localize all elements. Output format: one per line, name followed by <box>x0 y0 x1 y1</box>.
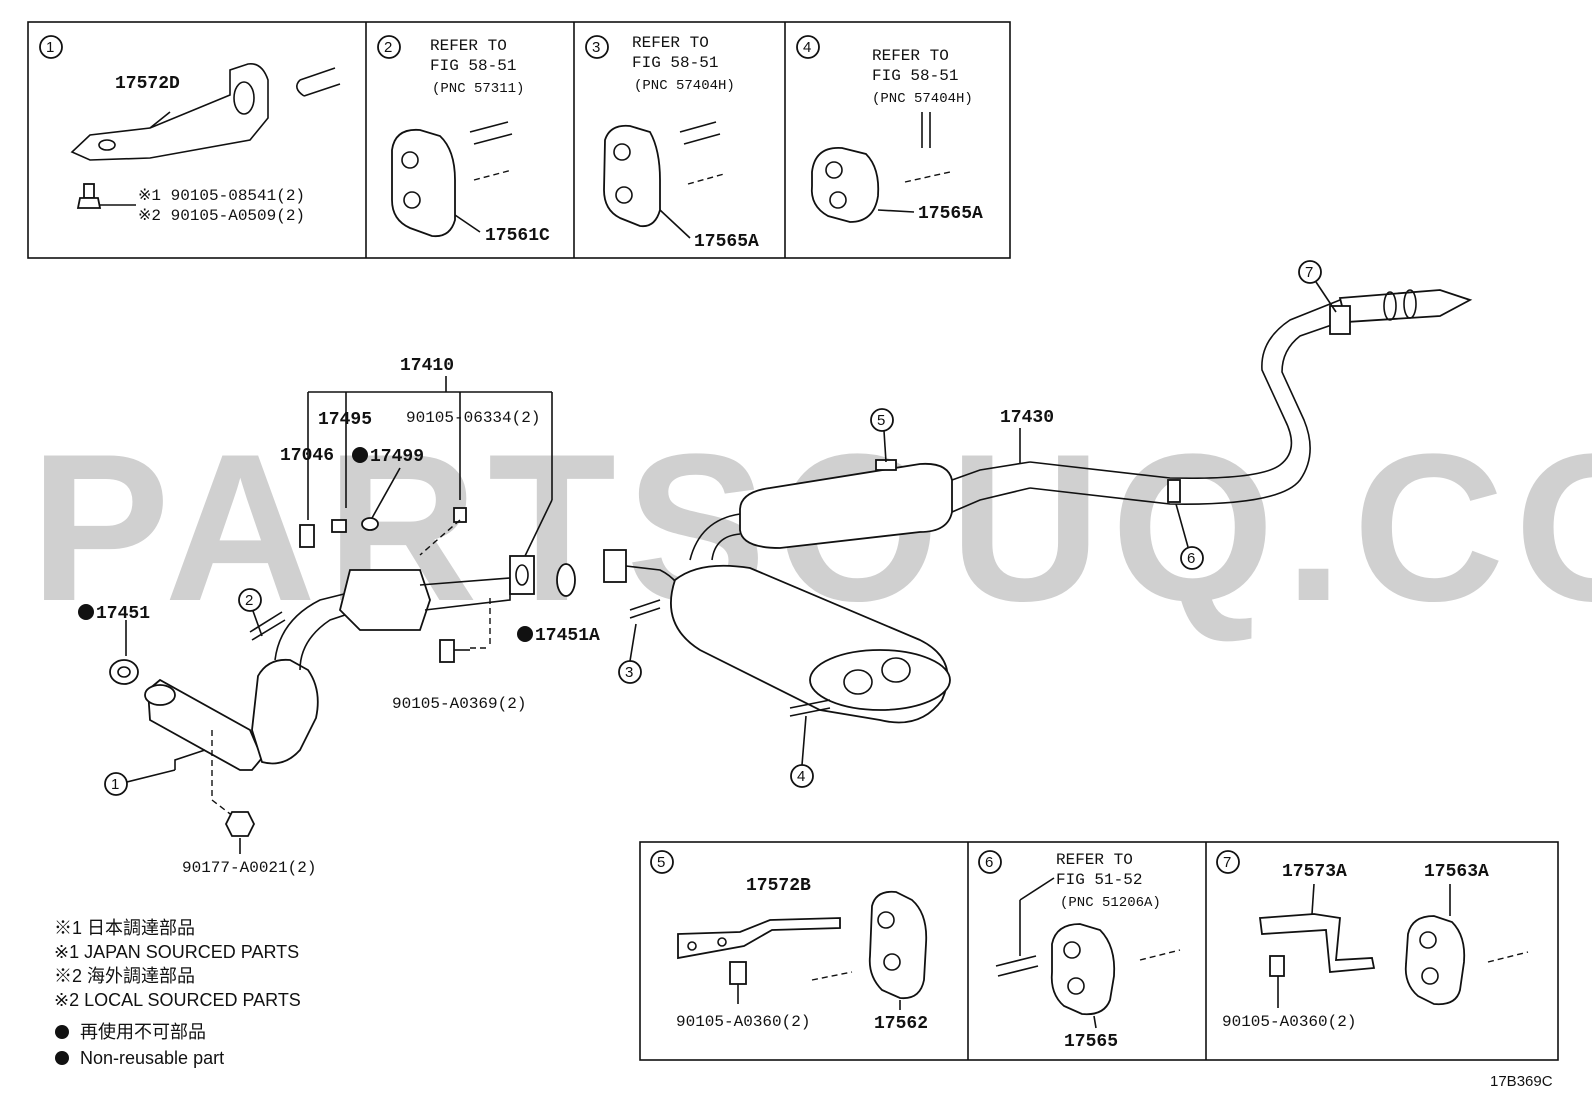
bottom-inset-strip: 5 17572B 90105-A0360(2) 17562 6 REFER TO… <box>639 841 1559 1061</box>
part-label-17572B[interactable]: 17572B <box>746 876 811 896</box>
main-assembly: 17410 17495 90105-06334(2) 17046 17499 1… <box>78 260 1473 877</box>
inset-2-refer-1: REFER TO <box>430 37 507 55</box>
inset-7-marker: 7 <box>1223 854 1231 871</box>
part-label-17046[interactable]: 17046 <box>280 446 334 466</box>
inset-3-refer-2: FIG 58-51 <box>632 54 718 72</box>
figure-code: 17B369C <box>1490 1073 1553 1090</box>
svg-text:7: 7 <box>1305 264 1313 281</box>
bolt-note-2: ※2 90105-A0509(2) <box>138 207 305 225</box>
legend-line-3: ※2 海外調達部品 <box>54 966 195 986</box>
inset-6-refer-1: REFER TO <box>1056 851 1133 869</box>
inset-5-marker: 5 <box>657 854 665 871</box>
legend-dot-1 <box>55 1025 69 1039</box>
inset-2-refer-2: FIG 58-51 <box>430 57 516 75</box>
part-label-17495[interactable]: 17495 <box>318 410 372 430</box>
inset-4-marker: 4 <box>803 39 811 56</box>
part-label-17573A[interactable]: 17573A <box>1282 862 1347 882</box>
legend-line-6: Non-reusable part <box>80 1048 224 1068</box>
inset-3-refer-3: (PNC 57404H) <box>634 78 735 94</box>
legend-dot-2 <box>55 1051 69 1065</box>
part-label-17562[interactable]: 17562 <box>874 1014 928 1034</box>
part-label-17410[interactable]: 17410 <box>400 356 454 376</box>
part-label-17565A-4[interactable]: 17565A <box>918 204 983 224</box>
callout-4[interactable]: 4 <box>790 715 814 788</box>
part-label-17561C[interactable]: 17561C <box>485 226 550 246</box>
legend-line-1: ※1 日本調達部品 <box>54 918 195 938</box>
inset-2[interactable]: 2 REFER TO FIG 58-51 (PNC 57311) 17561C <box>377 35 550 246</box>
inset-1-marker: 1 <box>46 39 54 56</box>
part-label-90177-A0021[interactable]: 90177-A0021(2) <box>182 859 316 877</box>
inset-6-refer-3: (PNC 51206A) <box>1060 895 1161 911</box>
callout-5[interactable]: 5 <box>870 408 894 463</box>
inset-1[interactable]: 1 17572D ※1 90105-08541(2) ※2 90105-A050… <box>39 35 341 225</box>
callout-2[interactable]: 2 <box>238 588 263 637</box>
part-label-17565[interactable]: 17565 <box>1064 1032 1118 1052</box>
part-label-90105-A0360-7[interactable]: 90105-A0360(2) <box>1222 1013 1356 1031</box>
inset-4-refer-2: FIG 58-51 <box>872 67 958 85</box>
part-label-17499[interactable]: 17499 <box>370 447 424 467</box>
non-reusable-dot-17451A <box>517 626 533 642</box>
legend: ※1 日本調達部品 ※1 JAPAN SOURCED PARTS ※2 海外調達… <box>54 918 301 1068</box>
inset-3[interactable]: 3 REFER TO FIG 58-51 (PNC 57404H) 17565A <box>585 34 759 252</box>
svg-text:4: 4 <box>797 768 805 785</box>
callout-1[interactable]: 1 <box>104 749 206 796</box>
non-reusable-dot-17451 <box>78 604 94 620</box>
inset-6[interactable]: 6 REFER TO FIG 51-52 (PNC 51206A) 17565 <box>978 850 1181 1052</box>
inset-4-refer-3: (PNC 57404H) <box>872 91 973 107</box>
svg-text:2: 2 <box>245 592 253 609</box>
non-reusable-dot-17499 <box>352 447 368 463</box>
inset-5[interactable]: 5 17572B 90105-A0360(2) 17562 <box>650 850 928 1034</box>
part-label-17451A[interactable]: 17451A <box>535 626 600 646</box>
legend-line-4: ※2 LOCAL SOURCED PARTS <box>54 990 301 1010</box>
svg-text:5: 5 <box>877 412 885 429</box>
callout-3[interactable]: 3 <box>618 623 642 684</box>
part-label-90105-06334[interactable]: 90105-06334(2) <box>406 409 540 427</box>
part-label-90105-A0360-5[interactable]: 90105-A0360(2) <box>676 1013 810 1031</box>
part-label-90105-A0369[interactable]: 90105-A0369(2) <box>392 695 526 713</box>
part-label-17565A-3[interactable]: 17565A <box>694 232 759 252</box>
callout-7[interactable]: 7 <box>1298 260 1337 313</box>
top-inset-strip: 1 17572D ※1 90105-08541(2) ※2 90105-A050… <box>27 21 1011 259</box>
inset-2-refer-3: (PNC 57311) <box>432 81 524 97</box>
inset-3-refer-1: REFER TO <box>632 34 709 52</box>
part-label-17563A[interactable]: 17563A <box>1424 862 1489 882</box>
part-label-17430[interactable]: 17430 <box>1000 408 1054 428</box>
inset-6-refer-2: FIG 51-52 <box>1056 871 1142 889</box>
svg-text:3: 3 <box>625 664 633 681</box>
inset-7[interactable]: 7 17573A 17563A 90105-A0360(2) <box>1216 850 1529 1031</box>
inset-3-marker: 3 <box>592 39 600 56</box>
svg-text:6: 6 <box>1187 550 1195 567</box>
legend-line-5: 再使用不可部品 <box>80 1022 206 1042</box>
bolt-note-1: ※1 90105-08541(2) <box>138 187 305 205</box>
callout-6[interactable]: 6 <box>1175 503 1204 570</box>
inset-2-marker: 2 <box>384 39 392 56</box>
inset-4[interactable]: 4 REFER TO FIG 58-51 (PNC 57404H) 17565A <box>796 35 983 224</box>
legend-line-2: ※1 JAPAN SOURCED PARTS <box>54 942 299 962</box>
inset-4-refer-1: REFER TO <box>872 47 949 65</box>
part-label-17451[interactable]: 17451 <box>96 604 150 624</box>
svg-text:1: 1 <box>111 776 119 793</box>
part-label-17572D[interactable]: 17572D <box>115 74 180 94</box>
inset-6-marker: 6 <box>985 854 993 871</box>
